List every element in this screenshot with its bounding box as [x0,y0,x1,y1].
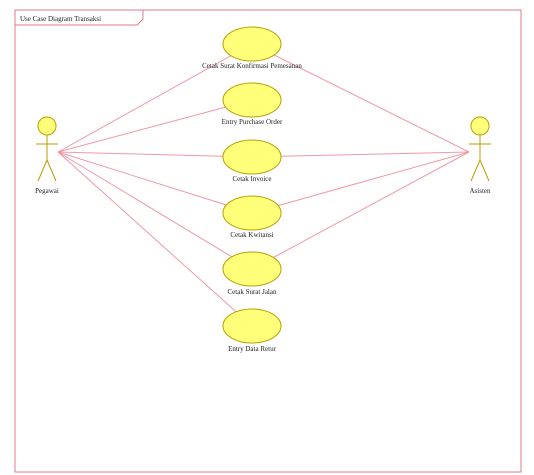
actor-head [470,116,490,136]
use-case-entry-data-retur[interactable]: Entry Data Retur [222,308,282,353]
use-case-cetak-surat-jalan[interactable]: Cetak Surat Jalan [222,251,282,296]
use-case-label: Cetak Surat Konfirmasi Pemesanan [202,62,302,70]
use-case-label: Entry Purchase Order [222,118,283,126]
use-case-ellipse[interactable] [222,195,282,231]
actor-left-leg [37,159,48,182]
actor-right-leg [46,159,57,182]
use-cases: Cetak Surat Konfirmasi Pemesanan Entry P… [202,26,302,353]
use-case-cetak-surat-konfirmasi[interactable]: Cetak Surat Konfirmasi Pemesanan [202,26,302,70]
use-case-cetak-invoice[interactable]: Cetak Invoice [222,139,282,183]
association-pegawai-uc5 [57,151,233,258]
association-pegawai-uc2 [57,106,226,153]
association-pegawai-uc6 [57,151,237,313]
association-asisten-uc1 [273,54,470,153]
diagram-title-tab [14,9,144,26]
actor-left-leg [470,159,481,182]
association-pegawai-uc3 [57,151,224,157]
use-case-ellipse[interactable] [222,82,282,118]
association-asisten-uc5 [273,151,470,258]
diagram-frame [14,9,522,473]
associations [57,54,470,313]
use-case-ellipse[interactable] [222,139,282,175]
diagram-title: Use Case Diagram Transaksi [20,15,101,23]
use-case-label: Cetak Invoice [232,175,271,183]
association-asisten-uc4 [277,151,470,207]
use-case-cetak-kwitansi[interactable]: Cetak Kwitansi [222,195,282,239]
actor-right-leg [479,159,490,182]
association-pegawai-uc4 [57,151,227,206]
association-pegawai-uc1 [57,55,232,153]
use-case-ellipse[interactable] [222,251,282,287]
use-case-ellipse[interactable] [222,308,282,344]
actor-asisten[interactable]: Asisten [469,116,492,195]
use-case-label: Entry Data Retur [228,345,276,353]
actor-label: Pegawai [35,187,59,195]
association-asisten-uc3 [280,151,470,157]
use-case-label: Cetak Surat Jalan [228,288,277,296]
actor-pegawai[interactable]: Pegawai [35,116,59,195]
use-case-label: Cetak Kwitansi [230,231,273,239]
actor-head [37,116,57,136]
use-case-ellipse[interactable] [222,26,282,62]
actor-label: Asisten [470,187,492,195]
use-case-entry-purchase-order[interactable]: Entry Purchase Order [222,82,283,126]
